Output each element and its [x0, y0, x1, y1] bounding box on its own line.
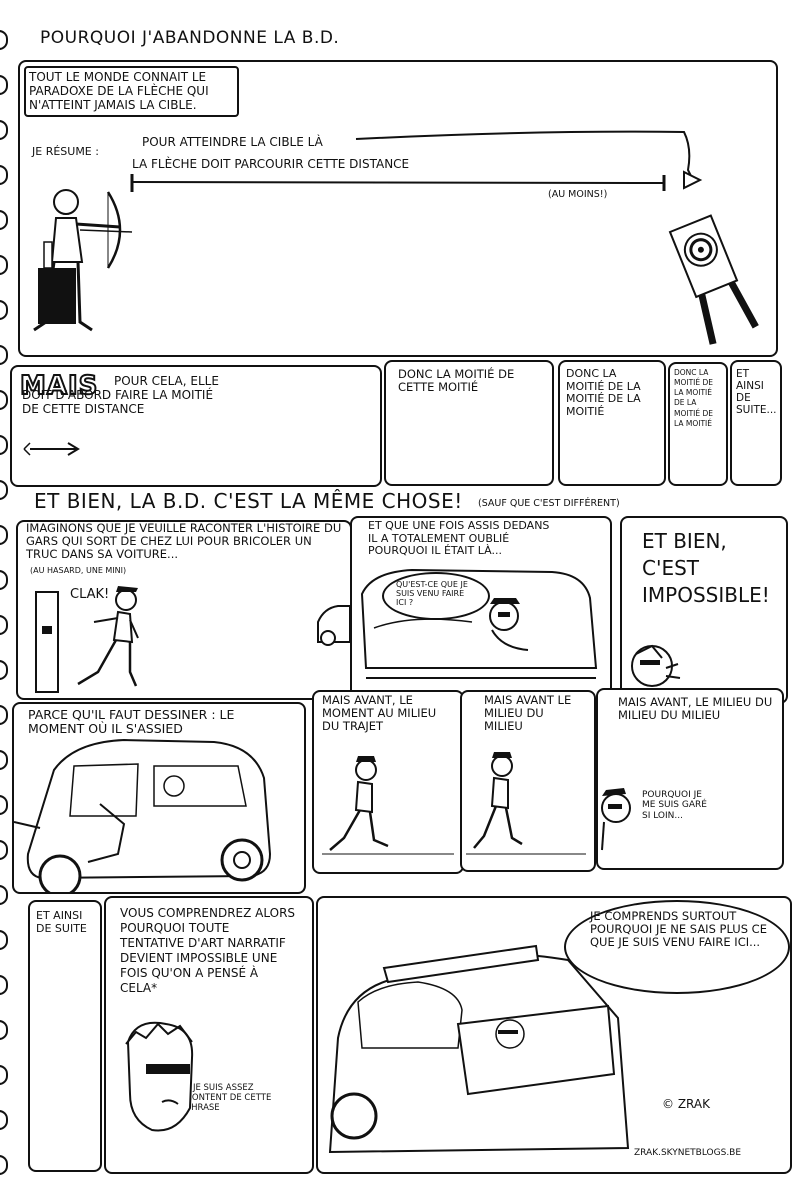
bubble-gare: Pourquoi je me suis garé si loin...	[642, 790, 707, 821]
panel-assied: Parce qu'il faut dessiner : le moment où…	[12, 702, 306, 894]
caption-mini: (au hasard, une Mini)	[30, 566, 127, 575]
arrow-half	[23, 442, 80, 456]
caption-moitie-1: Donc la moitié de cette moitié	[398, 367, 515, 395]
panel-ainsi-2: Et ainsi de suite	[28, 900, 102, 1172]
caption-mais: pour cela, elle doit d'abord faire la mo…	[22, 374, 219, 416]
caption-ainsi-1: Et ainsi de suite...	[736, 368, 777, 417]
panel-histoire: Imaginons que je veuille raconter l'hist…	[16, 520, 352, 700]
panel-moitie-2: Donc la moitié de la moitié de la moitié	[558, 360, 666, 486]
walking-man-2-drawing	[466, 752, 586, 855]
panel-paradox: Tout le monde connait le paradoxe de la …	[18, 60, 778, 357]
panel-moitie-3: Donc la moitié de la moitié de la moitié…	[668, 362, 728, 486]
sfx-clak: Clak!	[70, 587, 110, 602]
panel-impossible: Et bien, c'est impossible!	[620, 516, 788, 704]
panel-comprendrez: Vous comprendrez alors pourquoi toute te…	[104, 896, 314, 1174]
man-leaving-drawing	[35, 586, 350, 693]
caption-ainsi-2: Et ainsi de suite	[36, 909, 87, 935]
mini-car-drawing	[14, 738, 272, 892]
au-moins-note: (au moins!)	[548, 189, 608, 200]
resume-line-2: la flèche doit parcourir cette distance	[132, 157, 410, 171]
frustrated-face-drawing	[631, 644, 681, 687]
caption-histoire: Imaginons que je veuille raconter l'hist…	[26, 521, 342, 562]
bubble-final-text: Je comprends surtout pourquoi je ne sais…	[590, 909, 767, 950]
panel-mais: MAIS pour cela, elle doit d'abord faire …	[10, 365, 382, 487]
car-interior-drawing	[360, 568, 598, 679]
page-title: Pourquoi j'abandonne la B.D.	[40, 28, 340, 48]
narrator-face-drawing	[125, 1021, 194, 1132]
caption-trajet: Mais avant, le moment au milieu du traje…	[322, 693, 437, 734]
caption-moitie-2: Donc la moitié de la moitié de la moitié	[566, 367, 641, 418]
caption-milieu-milieu: Mais avant, le milieu du milieu du milie…	[618, 695, 773, 723]
bubble-oubli-text: Qu'est-ce que je suis venu faire ici ?	[396, 580, 468, 608]
caption-impossible: Et bien, c'est impossible!	[642, 529, 770, 607]
thinking-man-drawing	[601, 788, 631, 851]
blog-url: zrak.skynetblogs.be	[634, 1148, 742, 1158]
mais-word: MAIS	[19, 370, 99, 402]
walking-man-drawing	[322, 756, 454, 855]
panel-oubli: Et que une fois assis dedans il a totale…	[350, 516, 612, 704]
archer-drawing	[33, 130, 759, 345]
caption-oubli: Et que une fois assis dedans il a totale…	[368, 519, 550, 558]
bubble-oubli	[382, 572, 490, 620]
caption-moitie-3: Donc la moitié de la moitié de la moitié…	[674, 368, 714, 428]
spiral-binding	[0, 0, 10, 1195]
signature: © Zrak	[662, 1097, 710, 1111]
footnote: * je suis assez content de cette phrase	[186, 1083, 272, 1113]
panel-milieu-milieu: Mais avant, le milieu du milieu du milie…	[596, 688, 784, 870]
banner-bd: Et bien, la B.D. c'est la même chose!	[34, 489, 463, 513]
bubble-final	[564, 900, 790, 994]
panel-final: Je comprends surtout pourquoi je ne sais…	[316, 896, 792, 1174]
banner-aside: (sauf que c'est différent)	[478, 498, 620, 509]
resume-line-1: Pour atteindre la cible là	[142, 135, 323, 149]
panel-moitie-1: Donc la moitié de cette moitié	[384, 360, 554, 486]
caption-paradox: Tout le monde connait le paradoxe de la …	[24, 66, 239, 118]
caption-assied: Parce qu'il faut dessiner : le moment où…	[28, 707, 235, 737]
resume-label: Je résume :	[32, 145, 99, 158]
panel-milieu: Mais avant le milieu du milieu	[460, 690, 596, 872]
car-final-drawing	[328, 944, 630, 1154]
panel-ainsi-1: Et ainsi de suite...	[730, 360, 782, 486]
panel-trajet: Mais avant, le moment au milieu du traje…	[312, 690, 464, 874]
caption-comprendrez: Vous comprendrez alors pourquoi toute te…	[120, 906, 296, 995]
caption-milieu: Mais avant le milieu du milieu	[484, 693, 572, 734]
